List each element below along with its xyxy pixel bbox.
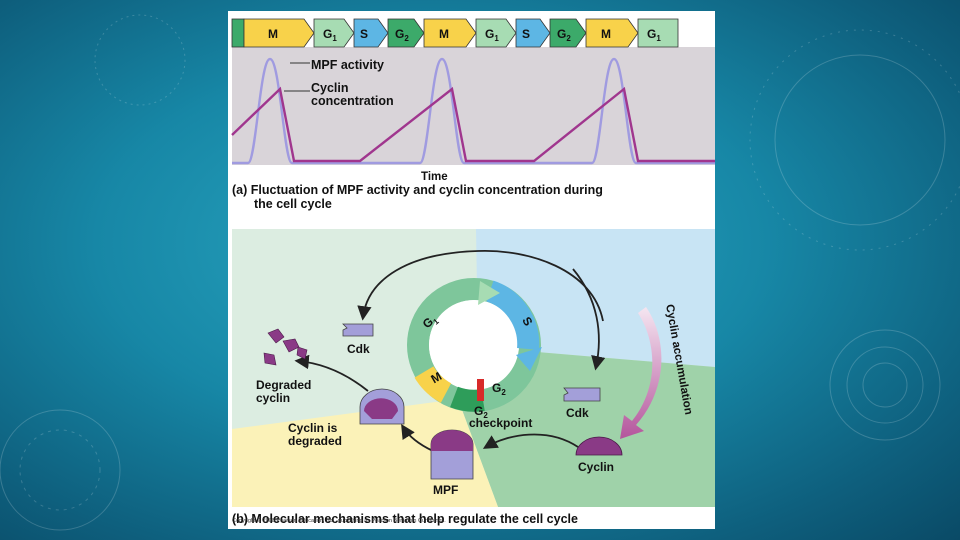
cyclin-concentration-curve	[231, 86, 715, 163]
arrow-to-cdk-right	[572, 268, 606, 371]
region-m	[232, 399, 498, 507]
cycle-center	[429, 300, 519, 390]
phase-label: G2	[395, 27, 409, 43]
phase-label: S	[522, 27, 530, 41]
g2-checkpoint-bar	[477, 379, 484, 401]
phase-segment	[585, 18, 639, 48]
cyclin-label: Cyclin	[578, 460, 614, 474]
cell-cycle-figure: M G1 S G2 M G1 S G2 M G1 MPF activity Cyclin conc…	[228, 11, 715, 529]
mpf-cyclin-part	[431, 430, 473, 451]
phase-label: G1	[647, 27, 661, 43]
phase-segment	[313, 18, 355, 48]
cdk-block-top	[342, 323, 374, 337]
degraded-cyclin-line2: cyclin	[256, 391, 290, 405]
caption-a-line1: (a) Fluctuation of MPF activity and cycl…	[232, 183, 603, 197]
phase-segment	[387, 18, 425, 48]
checkpoint-label-g2: G2	[474, 404, 488, 420]
graph-area	[232, 47, 715, 165]
cyclin-accumulation-arrow	[620, 307, 662, 439]
phase-label: M	[268, 27, 278, 41]
phase-label: M	[601, 27, 611, 41]
molecular-mechanism-panel: G1 S G2 M Cyclin accumulation Cdk Degrad…	[232, 229, 715, 526]
phase-segment	[353, 18, 389, 48]
phase-segment	[515, 18, 551, 48]
degraded-cyclin-line1: Degraded	[256, 378, 311, 392]
cdk-block-right	[563, 387, 601, 402]
mpf-cyclin-graph-panel: M G1 S G2 M G1 S G2 M G1 MPF activity Cyclin conc…	[228, 11, 715, 229]
caption-b: (b) Molecular mechanisms that help regul…	[232, 512, 578, 526]
degraded-cyclin-fragments	[263, 328, 308, 366]
phase-segment	[475, 18, 517, 48]
mpf-activity-curve	[232, 57, 715, 165]
phase-label: G1	[485, 27, 499, 43]
phase-segment	[423, 18, 477, 48]
copyright-note: Copyright © 2008 Pearson Education, Inc.…	[232, 518, 446, 524]
cycle-label-g2: G2	[492, 381, 506, 397]
legend-mpf-activity: MPF activity	[311, 58, 384, 72]
arrow-to-degraded-cyclin	[294, 354, 369, 392]
m-segment	[414, 365, 452, 403]
cdk-top-label: Cdk	[347, 342, 370, 356]
s-arrowhead	[516, 347, 542, 371]
arrow-mpf-to-degraded	[401, 423, 434, 452]
mpf-label: MPF	[433, 483, 458, 497]
phase-label: S	[360, 27, 368, 41]
cyclin-shape	[575, 436, 623, 456]
phase-label: M	[439, 27, 449, 41]
degrading-cyclin-cap	[364, 398, 398, 419]
phase-segment	[637, 18, 679, 48]
caption-a-line2: the cell cycle	[254, 197, 332, 211]
arrow-to-mpf	[482, 433, 579, 449]
checkpoint-label-word: checkpoint	[469, 416, 532, 430]
phase-lead	[231, 18, 245, 48]
arrow-cdk-recycle	[357, 250, 604, 322]
phase-label: G1	[323, 27, 337, 43]
phase-segment	[243, 18, 315, 48]
phase-bar: M G1 S G2 M G1 S G2 M G1	[231, 18, 679, 48]
x-axis-label: Time	[421, 171, 448, 183]
phase-label: G2	[557, 27, 571, 43]
cyclin-degraded-line2: degraded	[288, 434, 342, 448]
cdk-right-label: Cdk	[566, 406, 589, 420]
legend-cyclin-line1: Cyclin	[311, 81, 349, 95]
legend-cyclin-line2: concentration	[311, 94, 394, 108]
phase-segment	[549, 18, 587, 48]
cyclin-degraded-line1: Cyclin is	[288, 421, 338, 435]
g1-arrowhead	[478, 281, 500, 305]
